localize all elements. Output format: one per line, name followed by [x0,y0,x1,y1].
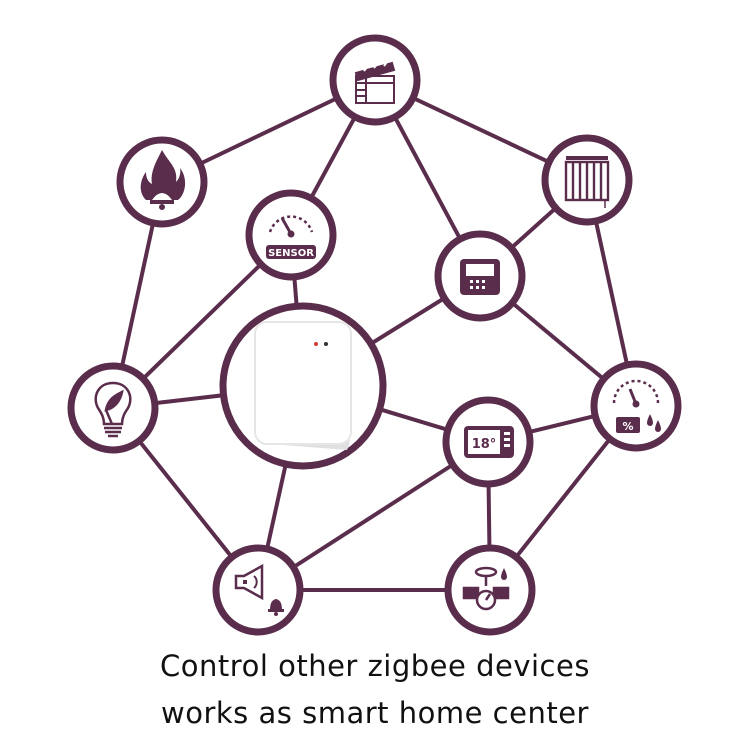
water-valve-icon [462,566,510,611]
thermostat-reading: 18° [472,437,497,452]
node-thermostat: 18° [442,396,534,488]
window-blind-icon [564,156,610,208]
node-siren [212,544,304,636]
hub-node [219,302,387,470]
caption-line-1: Control other zigbee devices [160,649,590,683]
node-scene [329,34,421,126]
node-bulb [67,362,159,454]
link-thermostat-siren [256,440,490,592]
clapperboard-icon [354,57,396,104]
node-fire [116,136,208,228]
sensor-label: SENSOR [268,248,314,259]
caption-line-2: works as smart home center [161,696,589,730]
thermostat-icon: 18° [464,426,514,458]
zigbee-gateway-hub-icon [254,321,352,450]
control-panel-icon [460,259,500,295]
humidity-label: % [622,420,633,433]
humidity-gauge-icon: % [612,379,661,433]
fire-alarm-icon [140,150,186,210]
node-valve [444,544,536,636]
node-humidity: % [590,360,682,452]
node-sensor: SENSOR [245,189,337,281]
eco-bulb-icon [94,381,132,438]
siren-speaker-icon [234,563,284,616]
node-panel [434,230,526,322]
node-curtain [541,134,633,226]
sensor-gauge-icon: SENSOR [266,215,316,259]
